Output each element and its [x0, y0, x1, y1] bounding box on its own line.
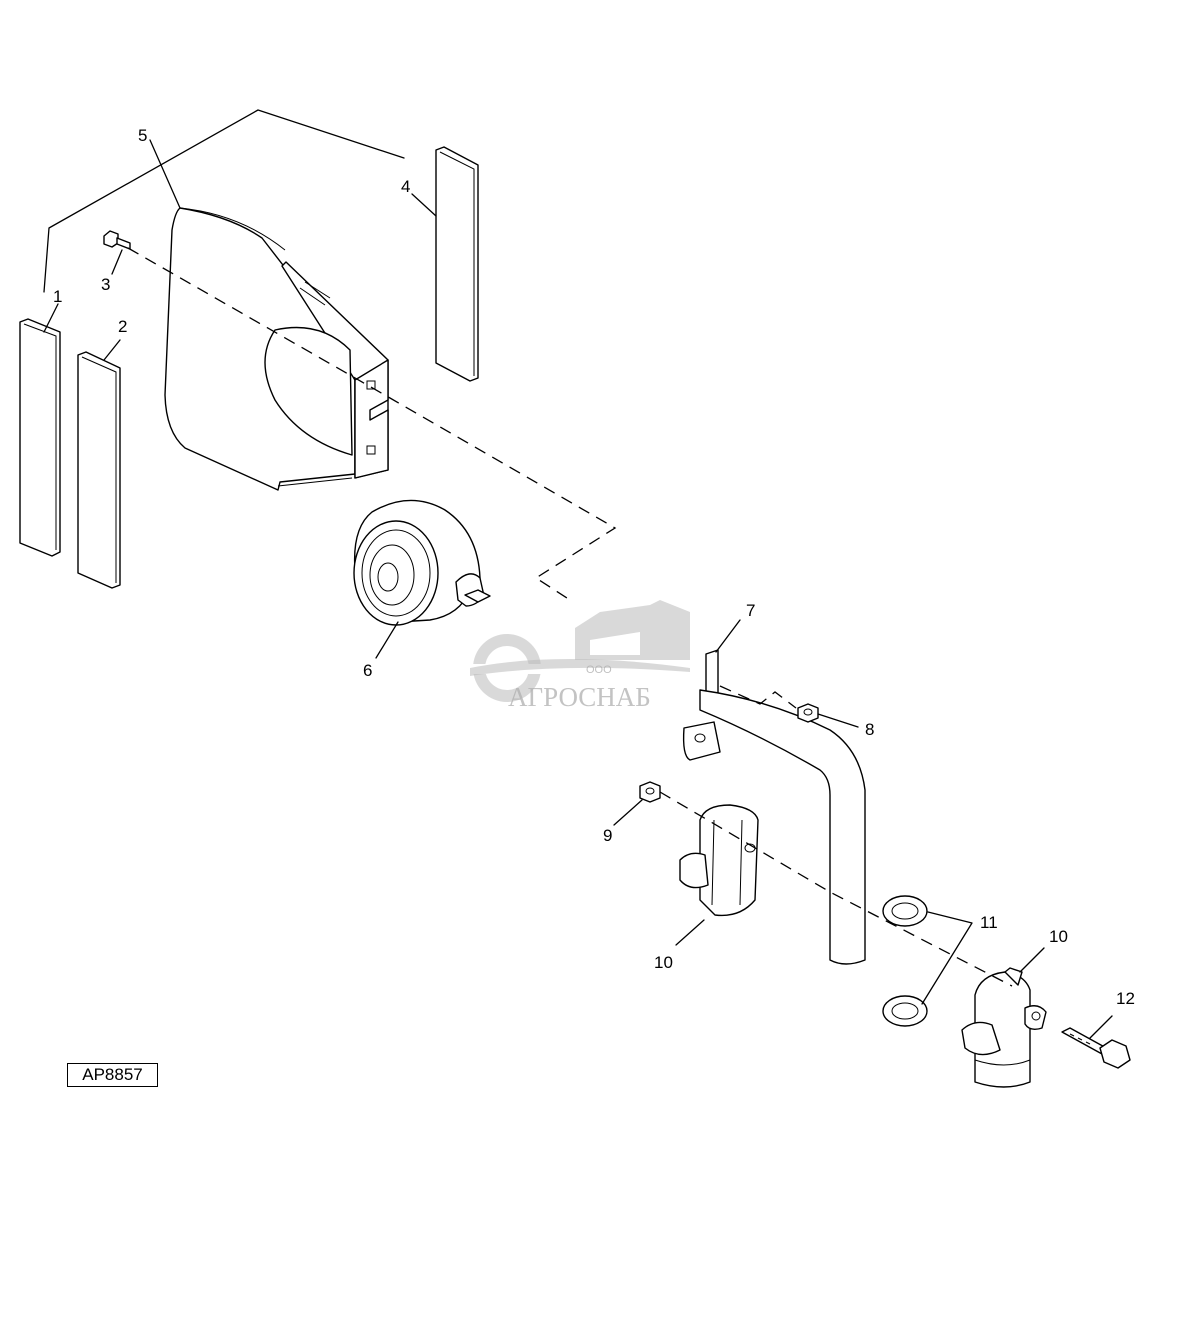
- bolt-3: [103, 230, 131, 250]
- washer-11-lower: [882, 995, 928, 1027]
- watermark-name: АГРОСНАБ: [508, 682, 651, 712]
- callout-6: 6: [363, 661, 372, 680]
- lamp-guard-5: [164, 207, 389, 491]
- clamp-10-left: [679, 804, 759, 917]
- assembly-centerlines: [127, 247, 1013, 987]
- callout-5: 5: [138, 126, 147, 145]
- callout-10-right: 10: [1049, 927, 1068, 946]
- callout-3: 3: [101, 275, 110, 294]
- callout-7: 7: [746, 601, 755, 620]
- callout-1: 1: [53, 287, 62, 306]
- reference-code: AP8857: [82, 1065, 143, 1084]
- clamp-10-right: [961, 967, 1047, 1088]
- reflector-4: [435, 146, 479, 382]
- reflector-2: [77, 351, 121, 589]
- reference-code-box: AP8857: [67, 1063, 158, 1087]
- reflector-1: [19, 318, 61, 557]
- callout-leaders: [43, 139, 1113, 1039]
- callout-9: 9: [603, 826, 612, 845]
- watermark-prefix: ООО: [586, 664, 612, 676]
- mounting-tube-7: [682, 649, 866, 965]
- watermark-logo: ООО АГРОСНАБ: [470, 600, 690, 712]
- group-leader-line: [43, 109, 405, 293]
- callout-12: 12: [1116, 989, 1135, 1008]
- callout-11: 11: [980, 913, 998, 932]
- callout-10-left: 10: [654, 953, 673, 972]
- callout-4: 4: [401, 177, 410, 196]
- callout-8: 8: [865, 720, 874, 739]
- work-lamp-6: [353, 499, 491, 626]
- bolt-12: [1061, 1027, 1131, 1069]
- nut-9: [639, 781, 661, 803]
- nut-8: [797, 703, 819, 723]
- callout-2: 2: [118, 317, 127, 336]
- callout-labels: 1 2 3 4 5 6 7 8 9 10 10 11 12: [53, 126, 1135, 1008]
- washer-11-upper: [882, 895, 928, 927]
